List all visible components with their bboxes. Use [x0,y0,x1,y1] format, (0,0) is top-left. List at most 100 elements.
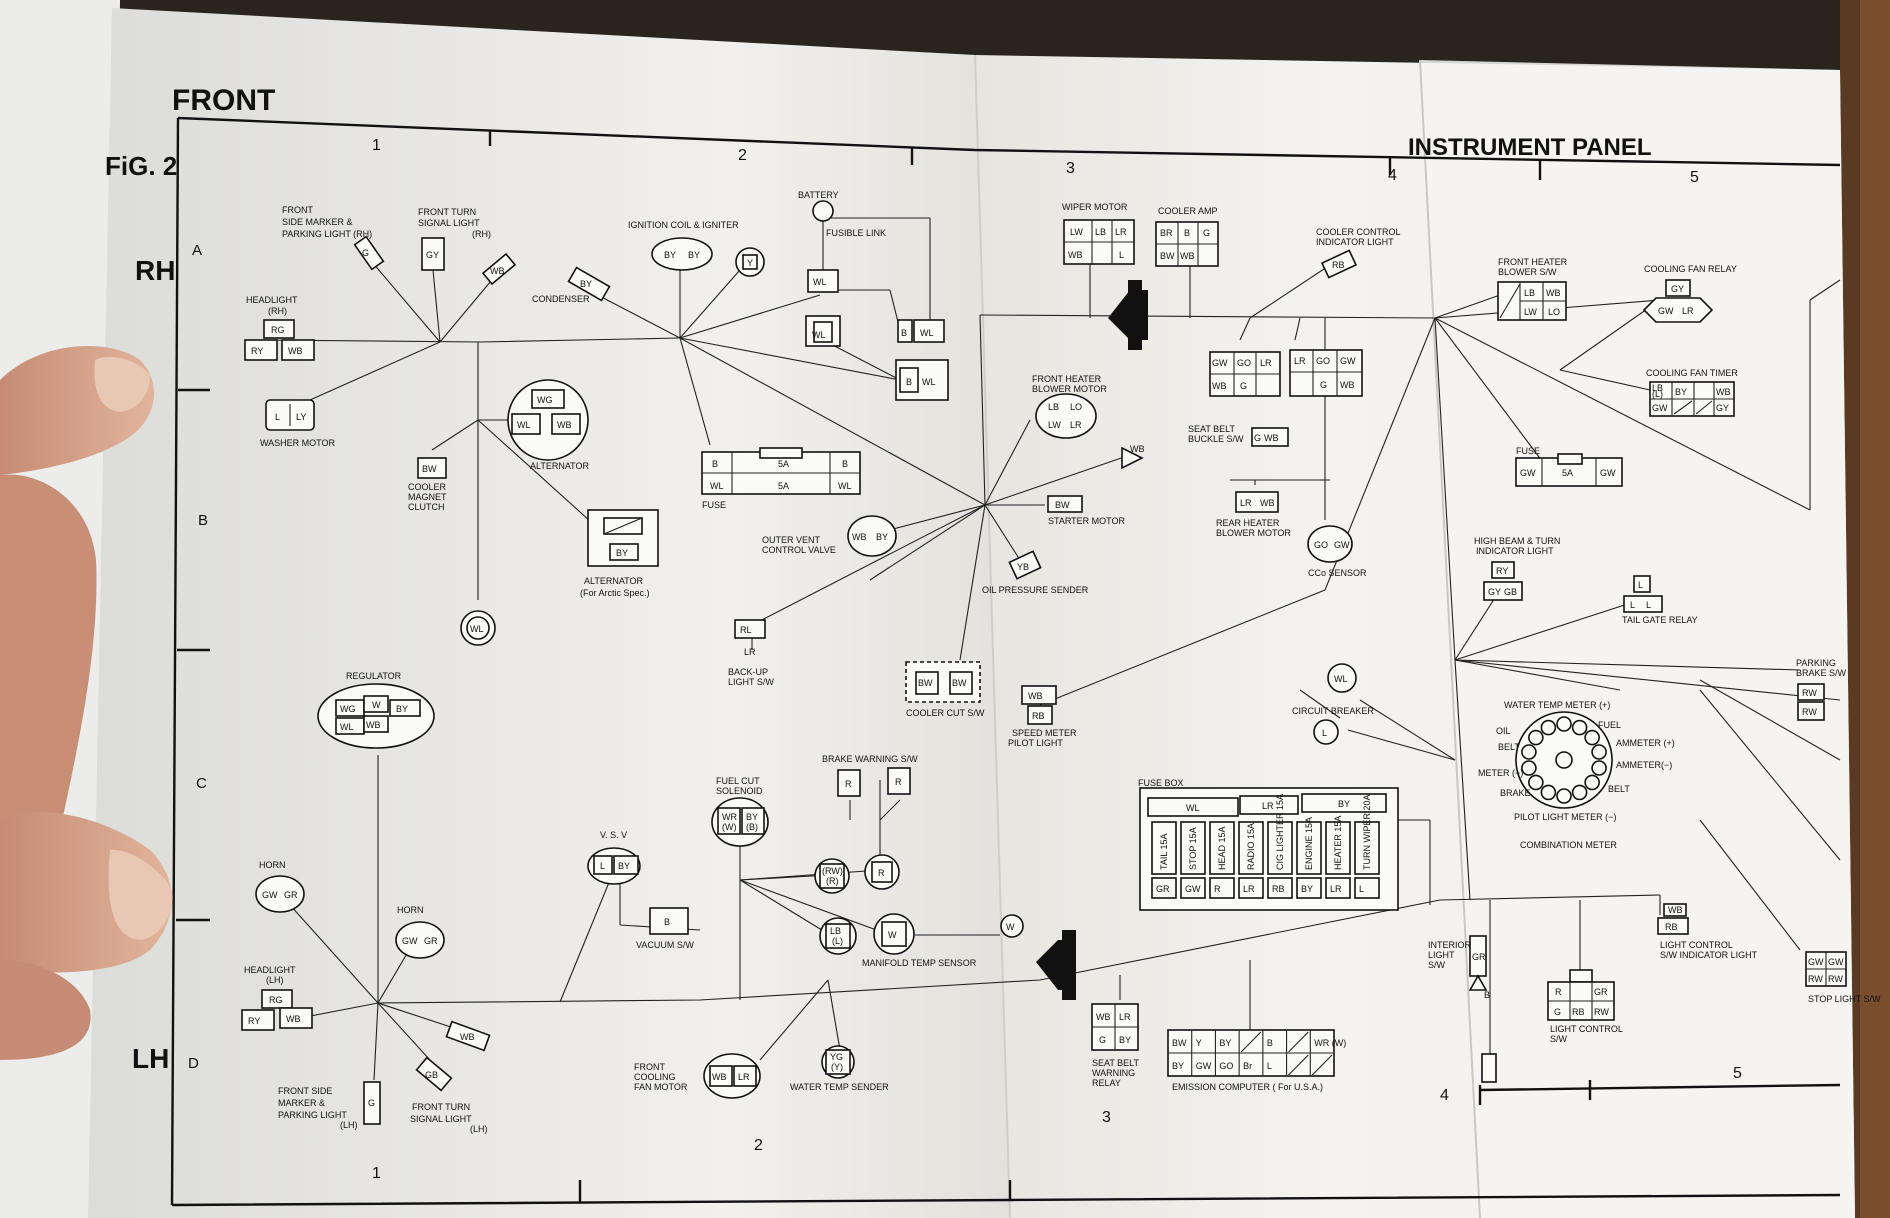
starter-motor: BW STARTER MOTOR WB [1047,444,1145,526]
fuse-label: CIG LIGHTER 15A [1275,794,1285,870]
svg-text:WL: WL [812,330,826,340]
svg-text:BY: BY [616,548,628,558]
fuse-terminal [1354,877,1380,899]
interior-light-sw: INTERIOR LIGHT S/W GR B [1428,935,1497,1083]
headlight-rh: HEADLIGHT (RH) RG RY WB [244,295,315,361]
cooler-magnet-clutch: BW COOLER MAGNET CLUTCH [408,457,447,512]
svg-text:BW: BW [918,678,933,688]
svg-text:(LH): (LH) [340,1120,358,1130]
svg-text:G: G [362,248,369,258]
col-1-top: 1 [372,137,381,154]
diagram-frame [170,116,1841,1207]
figure-label: FiG. 2 [105,151,177,181]
svg-text:GB: GB [425,1070,438,1080]
svg-text:STOP LIGHT S/W: STOP LIGHT S/W [1808,994,1881,1004]
svg-text:CONTROL VALVE: CONTROL VALVE [762,545,836,555]
svg-text:GO: GO [1316,356,1330,366]
svg-text:G: G [1554,1007,1561,1017]
backup-light-sw: RL LR BACK-UP LIGHT S/W [728,619,774,687]
vsv: V. S. V L BY [587,830,641,885]
svg-text:LY: LY [296,412,306,422]
svg-text:ALTERNATOR: ALTERNATOR [530,461,590,471]
svg-text:LIGHT CONTROL: LIGHT CONTROL [1550,1024,1623,1034]
svg-text:L: L [1630,600,1635,610]
side-rh: RH [135,255,175,286]
svg-text:WB: WB [460,1032,475,1042]
svg-text:BY: BY [1675,387,1687,397]
svg-text:AMMETER(−): AMMETER(−) [1616,760,1672,770]
svg-text:LB: LB [1095,227,1106,237]
meter-pin [1521,744,1537,760]
svg-text:WB: WB [1028,691,1043,701]
svg-text:BUCKLE S/W: BUCKLE S/W [1188,434,1244,444]
svg-text:BY: BY [688,250,700,260]
svg-text:STARTER MOTOR: STARTER MOTOR [1048,516,1126,526]
svg-text:MAGNET: MAGNET [408,492,447,502]
svg-text:L: L [1322,728,1327,738]
svg-text:FRONT TURN: FRONT TURN [418,207,476,217]
svg-text:GW: GW [1340,356,1356,366]
light-control-sw: R GR G RB RW LIGHT CONTROL S/W [1547,969,1623,1044]
col-3-top: 3 [1066,160,1075,177]
svg-text:Y: Y [747,258,753,268]
svg-text:5A: 5A [778,481,789,491]
svg-text:SIDE MARKER &: SIDE MARKER & [282,217,353,227]
svg-text:LB: LB [830,926,841,936]
svg-text:BW: BW [422,464,437,474]
svg-text:L: L [1119,250,1124,260]
svg-text:B: B [901,328,907,338]
svg-text:L: L [1646,600,1651,610]
emission-pin-bottom: L [1267,1061,1272,1071]
svg-text:COOLER CUT S/W: COOLER CUT S/W [906,708,985,718]
fuse-slot [1151,821,1177,875]
svg-text:WL: WL [1334,674,1348,684]
wiper-motor: WIPER MOTOR LW LB LR WB L [1062,202,1135,265]
emission-pin-top: Y [1196,1038,1202,1048]
svg-text:ALTERNATOR: ALTERNATOR [584,576,644,586]
svg-text:INTERIOR: INTERIOR [1428,940,1472,950]
seat-belt-warning-relay: WB LR G BY SEAT BELT WARNING RELAY [1091,1003,1140,1088]
brake-warning-sw: BRAKE WARNING S/W R R (RW) (R) R [814,754,918,894]
svg-text:WATER TEMP SENDER: WATER TEMP SENDER [790,1082,889,1092]
svg-text:L: L [600,861,605,871]
svg-text:(RW): (RW) [822,866,843,876]
outer-vent-control-valve: WB BY OUTER VENT CONTROL VALVE [762,515,897,557]
svg-text:BW: BW [1055,500,1070,510]
svg-text:RB: RB [1665,922,1678,932]
cco-sensor: GO GW CCo SENSOR [1307,525,1367,578]
meter-pin [1540,719,1557,736]
alternator: WG WL WB ALTERNATOR [507,379,590,471]
cooler-cut-sw: BW BW COOLER CUT S/W [905,661,985,718]
svg-text:WR: WR [722,812,737,822]
fuse-terminal [1296,877,1322,899]
svg-text:(LH): (LH) [266,975,284,985]
meter-pin [1528,774,1544,791]
fuse-slot [1296,821,1322,875]
fuse-block-engine: B 5A B WL 5A WL FUSE [701,447,861,510]
svg-text:PARKING: PARKING [1796,658,1836,668]
svg-text:PARKING LIGHT (RH): PARKING LIGHT (RH) [282,229,372,239]
svg-text:WB: WB [1260,498,1275,508]
row-c: C [196,775,207,792]
svg-text:RB: RB [1572,1007,1585,1017]
row-a: A [192,242,202,259]
col-2-bottom: 2 [754,1137,763,1154]
svg-text:WB: WB [1212,381,1227,391]
svg-text:GW: GW [262,890,278,900]
svg-text:FUSE: FUSE [1516,446,1540,456]
rear-heater-blower-motor: LR WB REAR HEATER BLOWER MOTOR [1216,491,1291,538]
svg-text:WB: WB [288,346,303,356]
svg-text:OUTER VENT: OUTER VENT [762,535,821,545]
svg-text:GW: GW [1600,468,1616,478]
fuse-label: STOP 15A [1188,827,1198,870]
front-side-marker-rh: G FRONT SIDE MARKER & PARKING LIGHT (RH) [282,205,385,271]
svg-text:L: L [275,412,280,422]
fuse-terminal-label: RB [1272,884,1285,894]
fuse-label: RADIO 15A [1246,823,1256,870]
front-turn-signal-rh: GY FRONT TURN SIGNAL LIGHT (RH) WB [418,207,517,286]
alternator-arctic: BY ALTERNATOR (For Arctic Spec.) [580,509,659,598]
svg-text:FRONT HEATER: FRONT HEATER [1498,257,1568,267]
fuse-terminal [1180,877,1206,899]
hand [0,346,173,1060]
